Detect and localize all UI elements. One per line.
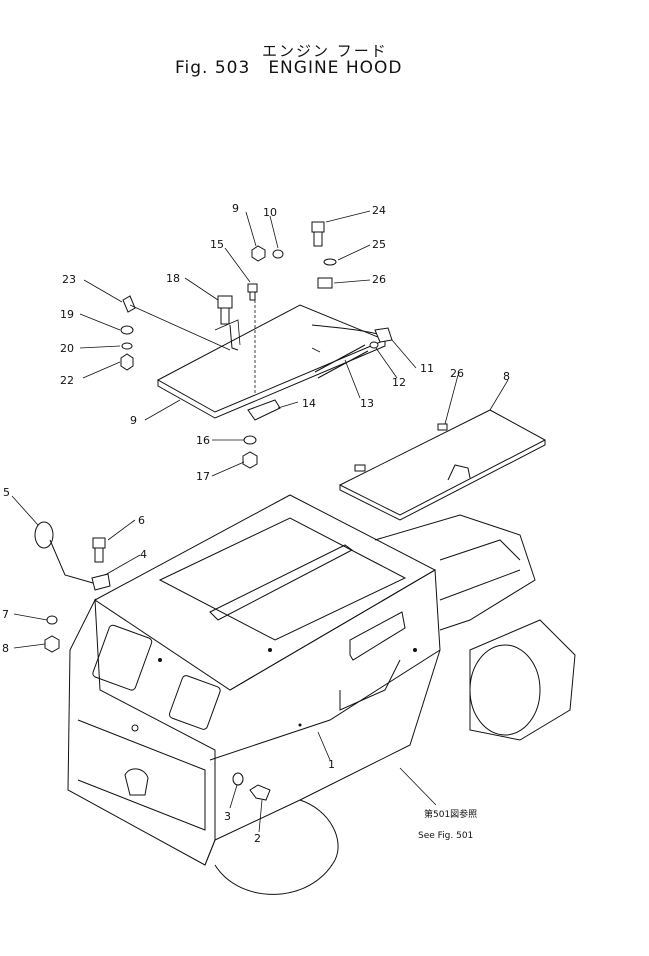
callout-20: 19 [60, 308, 74, 321]
callout-19: 18 [166, 272, 180, 285]
leader-lines [11, 210, 509, 833]
callout-12: 11 [420, 362, 434, 375]
callout-9-left: 9 [130, 414, 137, 427]
callout-2: 2 [254, 832, 261, 845]
callout-21: 20 [60, 342, 74, 355]
figure-number: Fig. 503 [175, 58, 251, 78]
callout-26: 26 [372, 273, 386, 286]
callout-14: 13 [360, 397, 374, 410]
callout-13: 12 [392, 376, 406, 389]
callout-22: 22 [60, 374, 74, 387]
figure-title: Fig. 503 ENGINE HOOD [175, 58, 420, 78]
callout-25: 25 [372, 238, 386, 251]
reference-english: See Fig. 501 [418, 831, 473, 841]
callout-11: 10 [263, 206, 277, 219]
figure-name: ENGINE HOOD [268, 58, 403, 78]
reference-note: 第501図参照 See Fig. 501 [418, 808, 477, 841]
callout-6: 6 [138, 514, 145, 527]
callout-5: 5 [3, 486, 10, 499]
callout-26-right: 26 [450, 367, 464, 380]
callout-18: 17 [196, 470, 210, 483]
reference-japanese: 第501図参照 [424, 808, 477, 820]
hood-panel-left [156, 300, 387, 419]
callout-labels: 9 10 24 25 26 15 18 23 19 20 22 9 11 12 … [2, 202, 510, 845]
figure-title-japanese: エンジン フード [262, 42, 388, 60]
callout-7: 7 [2, 608, 9, 621]
hardware-parts [34, 221, 393, 801]
callout-4: 4 [140, 548, 147, 561]
callout-15: 14 [302, 397, 316, 410]
callout-8: 8 [2, 642, 9, 655]
callout-9-right: 8 [503, 370, 510, 383]
callout-23: 23 [62, 273, 76, 286]
callout-16: 15 [210, 238, 224, 251]
callout-10: 9 [232, 202, 239, 215]
callout-17: 16 [196, 434, 210, 447]
engine-hood-body [67, 494, 576, 895]
callout-24: 24 [372, 204, 386, 217]
hood-panel-right [338, 409, 547, 521]
callout-1: 1 [328, 758, 335, 771]
callout-3: 3 [224, 810, 231, 823]
